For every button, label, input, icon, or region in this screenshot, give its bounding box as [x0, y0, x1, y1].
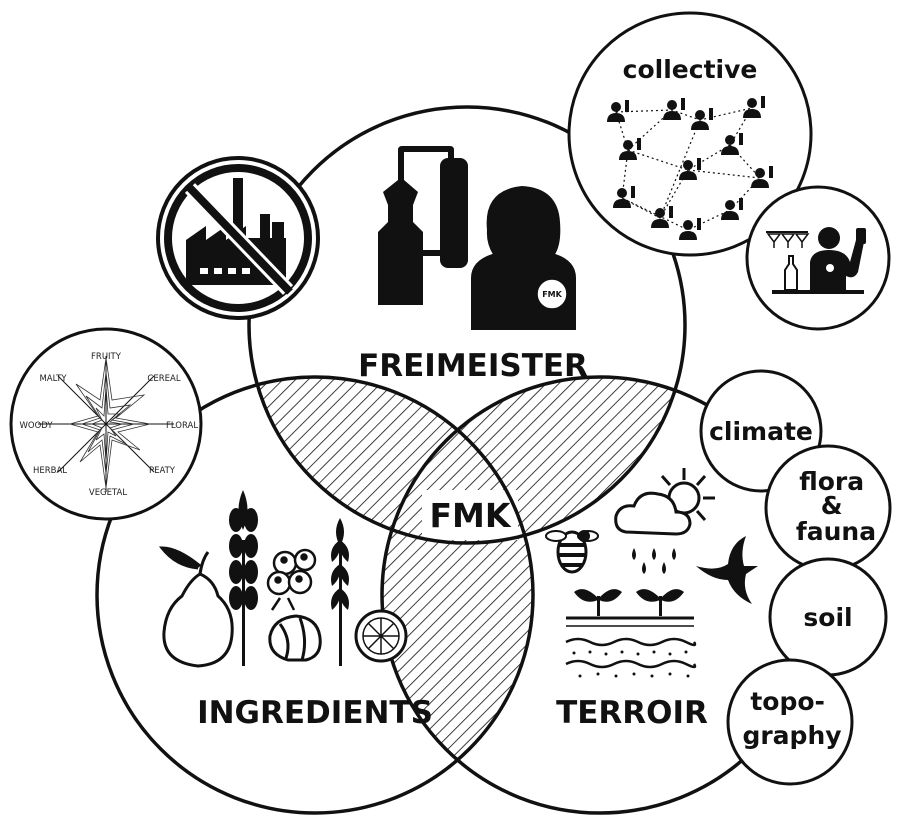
grain-icon	[331, 518, 349, 666]
network-person-icon	[691, 108, 713, 130]
bartender-bubble	[745, 185, 891, 331]
network-person-icon	[721, 133, 743, 155]
badge-text: FMK	[542, 290, 562, 299]
label-freimeister: FREIMEISTER	[358, 348, 588, 384]
label-fmk-center: FMK	[430, 496, 512, 535]
topography-bubble: topo- graphy	[726, 658, 854, 786]
network-person-icon	[613, 186, 635, 208]
sprouts-icon	[574, 589, 684, 616]
network-person-icon	[651, 206, 673, 228]
bee-icon	[545, 530, 599, 574]
no-factory-icon	[156, 156, 320, 320]
berries-icon	[266, 548, 317, 611]
center-label-backing	[422, 490, 518, 540]
axis-spoke	[105, 375, 155, 425]
collective-bubble: collective	[567, 11, 813, 257]
axis-label-woody: WOODY	[19, 421, 53, 431]
axis-label-herbal: HERBAL	[33, 466, 67, 476]
bird-icon	[696, 536, 758, 604]
climate-label: climate	[709, 417, 813, 446]
ampersand-text: &	[821, 491, 843, 520]
collective-label: collective	[623, 55, 758, 84]
lemon-icon	[354, 609, 408, 663]
label-ingredients: INGREDIENTS	[197, 695, 433, 731]
person-icon: FMK	[471, 186, 576, 330]
pear-icon	[158, 546, 234, 668]
network-icon	[607, 96, 773, 240]
flavor-wheel-bubble: FRUITY CEREAL FLORAL PEATY VEGETAL HERBA…	[9, 327, 203, 521]
topo-text: topo-	[750, 687, 825, 716]
axis-label-malty: MALTY	[39, 374, 67, 384]
network-person-icon	[721, 198, 743, 220]
label-terroir: TERROIR	[556, 695, 708, 731]
axis-label-vegetal: VEGETAL	[89, 488, 127, 498]
bartender-icon	[766, 227, 866, 294]
flora-fauna-bubble: flora & fauna	[764, 444, 892, 572]
flora-fauna-label: flora & fauna	[796, 467, 876, 546]
graphy-text: graphy	[742, 721, 841, 750]
still-icon	[378, 146, 468, 305]
network-people	[607, 96, 773, 240]
network-person-icon	[679, 158, 701, 180]
network-person-icon	[743, 96, 765, 118]
axis-label-floral: FLORAL	[166, 421, 198, 431]
axis-label-fruity: FRUITY	[91, 352, 122, 362]
fauna-text: fauna	[796, 517, 876, 546]
circle-ingredients	[95, 375, 535, 815]
network-person-icon	[751, 166, 773, 188]
flavor-wheel-profile	[68, 357, 151, 489]
soil-label: soil	[803, 603, 852, 632]
network-person-icon	[607, 100, 629, 122]
topography-label: topo- graphy	[742, 687, 841, 750]
soil-layers-icon	[565, 616, 697, 678]
wheat-icon	[229, 490, 258, 666]
overlap-left-right	[382, 377, 533, 813]
network-person-icon	[679, 218, 701, 240]
hazelnut-icon	[268, 614, 322, 662]
network-person-icon	[619, 138, 641, 160]
axis-label-peaty: PEATY	[149, 466, 176, 476]
network-person-icon	[663, 98, 685, 120]
flora-text: flora	[799, 467, 864, 496]
circle-freimeister	[247, 105, 687, 545]
axis-label-cereal: CEREAL	[147, 374, 180, 384]
flavor-wheel-labels: FRUITY CEREAL FLORAL PEATY VEGETAL HERBA…	[19, 352, 198, 498]
soil-bubble: soil	[768, 557, 888, 677]
sun-cloud-rain-icon	[614, 468, 715, 574]
